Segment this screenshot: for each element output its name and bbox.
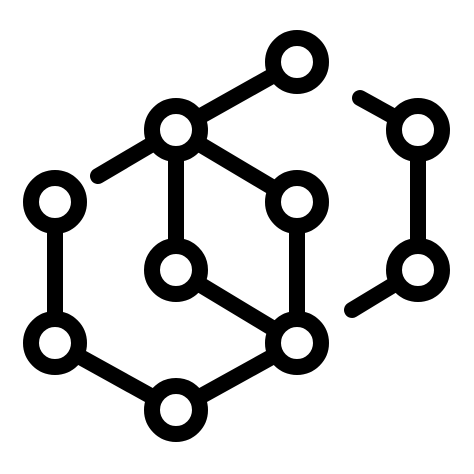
atom-left-upper bbox=[23, 170, 87, 234]
atom-right-lower bbox=[265, 311, 329, 375]
atom-right-chain-bottom bbox=[386, 238, 450, 302]
atom-top-hub bbox=[144, 98, 208, 162]
atom-center bbox=[144, 238, 208, 302]
atom-right-chain-top bbox=[386, 98, 450, 162]
atom-top-right bbox=[265, 30, 329, 94]
atom-left-lower bbox=[23, 311, 87, 375]
bond-lines bbox=[47, 54, 426, 418]
atom-bottom bbox=[144, 378, 208, 442]
atom-nodes bbox=[23, 30, 450, 442]
atom-right-upper bbox=[265, 170, 329, 234]
